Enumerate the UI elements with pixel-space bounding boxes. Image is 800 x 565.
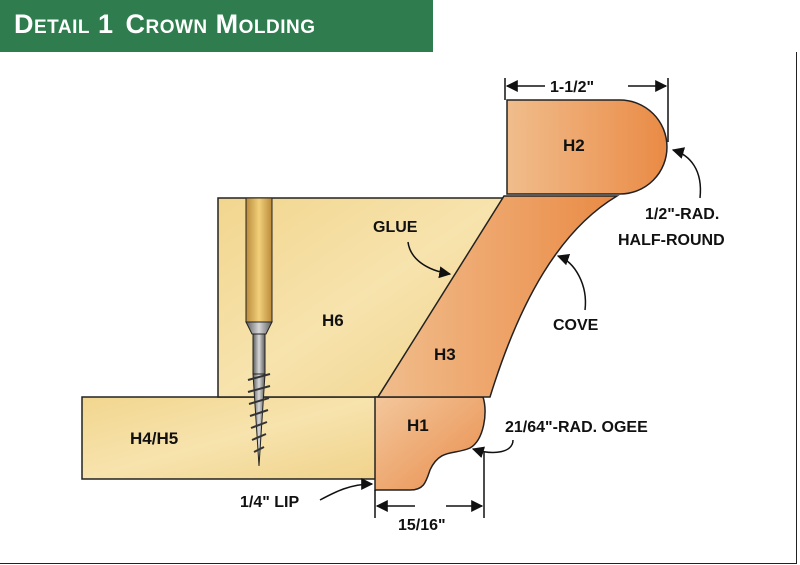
diagram-title: Detail 1 Crown Molding: [14, 9, 328, 40]
part-h1: [374, 396, 486, 491]
callout-ogee: 21/64"-RAD. OGEE: [505, 419, 648, 436]
label-h2: H2: [563, 136, 585, 155]
part-h3: [376, 195, 620, 398]
callout-half-round-line1: 1/2"-RAD.: [645, 206, 719, 223]
dimension-bottom: 15/16": [374, 452, 485, 534]
leader-glue: [407, 241, 452, 279]
diagram-frame: [0, 52, 797, 564]
label-h1: H1: [407, 416, 429, 435]
screw-icon: [245, 321, 273, 467]
leader-ogee: [471, 439, 514, 458]
detail-name: Crown Molding: [125, 9, 316, 39]
callout-half-round-line2: HALF-ROUND: [618, 232, 725, 249]
leader-lip: [319, 478, 374, 501]
label-h4-h5: H4/H5: [130, 429, 178, 448]
dimension-top: 1-1/2": [504, 78, 669, 142]
part-h4-h5: [81, 396, 381, 480]
label-h6: H6: [322, 311, 344, 330]
dimension-top-text: 1-1/2": [550, 79, 594, 96]
dimension-bottom-text: 15/16": [398, 517, 446, 534]
callout-lip: 1/4" LIP: [240, 494, 299, 511]
label-h3: H3: [434, 345, 456, 364]
title-banner: Detail 1 Crown Molding: [0, 0, 433, 52]
callout-cove: COVE: [553, 317, 599, 334]
leader-half-round: [671, 147, 702, 199]
screw-pilot-hole: [245, 197, 273, 323]
detail-number: Detail 1: [14, 9, 114, 39]
part-h2: [506, 99, 668, 195]
leader-cove: [556, 253, 587, 311]
callout-glue: GLUE: [373, 219, 418, 236]
